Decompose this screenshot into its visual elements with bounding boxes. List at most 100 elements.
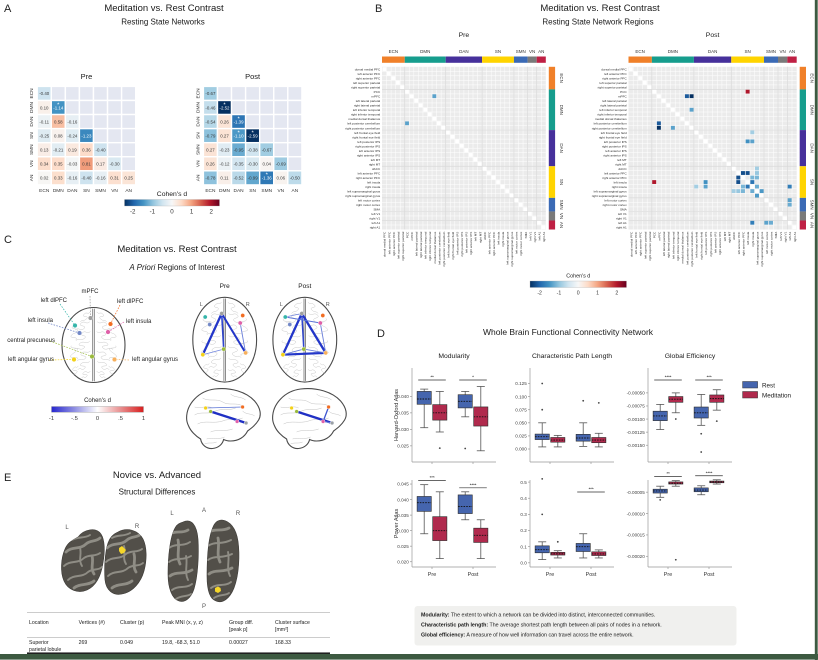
table-cell: Superior — [29, 640, 49, 646]
heatmap-cell — [258, 85, 275, 102]
region-col-label: right inferior temporal — [676, 231, 680, 261]
heatmap-cell — [258, 113, 275, 130]
network-bar-side — [799, 220, 806, 230]
definition-line: Global efficiency: A measure of how well… — [421, 633, 634, 639]
network-label-top: DMN — [668, 49, 678, 54]
heatmap-cell — [120, 85, 137, 102]
region-col-label: right inferior temporal — [428, 231, 432, 261]
matrix-title: Pre — [459, 32, 470, 39]
roi-dot — [87, 315, 93, 321]
diagonal-cell — [487, 171, 491, 175]
region-row-label: right anterior PFC — [602, 176, 627, 180]
orientation-label: A — [202, 508, 206, 514]
region-col-label: right posterior cerebellum — [442, 231, 446, 266]
heatmap-cell-value: 0.19 — [68, 148, 77, 153]
roi-dot — [301, 346, 307, 352]
region-col-label: right lateral parietal — [667, 231, 671, 258]
region-row-label: right lateral parietal — [600, 104, 627, 108]
y-tick-label: 0.035 — [397, 411, 409, 416]
top-view-brain — [192, 296, 258, 383]
heatmap-cell-value: -0.40 — [81, 176, 92, 181]
diagonal-cell — [717, 153, 722, 157]
outlier-point — [715, 420, 718, 423]
heatmap-cell — [106, 113, 123, 130]
region-col-label: left anterior PFC — [737, 231, 741, 254]
significant-cell — [754, 166, 759, 171]
network-label-top: SN — [745, 49, 751, 54]
x-axis-label: SMN — [261, 188, 272, 194]
roi-label: left dlPFC — [41, 298, 68, 304]
y-axis-label: VN — [29, 160, 35, 167]
y-axis-label: DAN — [29, 116, 35, 127]
heatmap-cell — [258, 99, 275, 116]
network-label-top: DMN — [420, 49, 430, 54]
heatmap-cell — [287, 99, 303, 116]
heatmap-cell-value: -0.78 — [205, 176, 216, 181]
panel-c-subtitle: A Priori Regions of Interest — [128, 263, 225, 272]
heatmap-cell — [273, 141, 289, 158]
network-bar-side — [548, 166, 556, 198]
colorbar-tick: 2 — [615, 291, 618, 297]
region-col-label: right insula — [751, 231, 755, 246]
heatmap-cell — [120, 156, 137, 172]
significant-cell — [656, 121, 661, 126]
heatmap-cell — [92, 85, 109, 102]
region-row-label: right insula — [365, 185, 380, 189]
roi-dot — [72, 323, 78, 329]
region-row-label: SMA — [373, 208, 381, 212]
region-col-label: left anterior PFC — [487, 231, 491, 254]
heatmap-cell-value: -1.36 — [262, 176, 273, 181]
significant-cell — [740, 189, 745, 194]
significant-cell — [745, 171, 750, 175]
y-tick-label: -0.00100 — [627, 417, 646, 422]
region-col-label: right frontal eye field — [699, 231, 703, 259]
region-col-label: right V1 — [533, 231, 537, 242]
outlier-point — [674, 558, 677, 561]
diagonal-cell — [773, 207, 778, 212]
panel-b-letter: B — [375, 3, 382, 15]
region-row-label: left motor cortex — [605, 199, 628, 203]
heatmap-cell-value: 0.35 — [54, 162, 63, 167]
region-col-label: SMA — [524, 231, 528, 239]
heatmap-cell-value: -0.52 — [234, 176, 245, 181]
roi-leader-line — [107, 321, 125, 333]
y-tick-label: 0.4 — [520, 496, 527, 501]
network-bar-top — [382, 56, 405, 63]
roi-dot — [89, 354, 95, 360]
heatmap-cell-value: 0.36 — [82, 148, 91, 153]
network-bar-top — [536, 56, 546, 63]
heatmap-cell-value: -0.46 — [205, 105, 216, 110]
colorbar-tick: -2 — [130, 209, 136, 216]
significant-cell — [750, 180, 755, 184]
region-row-label: right V1 — [370, 217, 381, 221]
x-axis-label: VN — [111, 188, 118, 194]
region-row-label: left A1 — [372, 221, 381, 225]
network-bar-top — [628, 56, 652, 63]
network-bar-top — [445, 56, 483, 63]
top-view-brain — [272, 296, 338, 383]
x-axis-label: DAN — [234, 188, 245, 194]
significant-cell — [750, 139, 755, 144]
roi-dot — [299, 311, 305, 316]
y-tick-label: -0.00125 — [627, 430, 646, 435]
heatmap-cell-value: 0.27 — [220, 133, 229, 138]
region-col-label: right V1 — [784, 231, 788, 242]
connectivity-edge — [281, 351, 327, 356]
x-tick-label: Post — [704, 572, 715, 578]
x-axis-label: DMN — [219, 188, 230, 194]
heatmap-cell-value: -0.16 — [96, 176, 107, 181]
region-row-label: mPFC — [618, 95, 628, 99]
heatmap-cell-value: 0.27 — [206, 148, 215, 153]
roi-dot — [287, 322, 293, 327]
heatmap-cell-value: 0.81 — [82, 162, 91, 167]
orientation-label: P — [202, 604, 206, 610]
gyral-pattern — [105, 532, 144, 590]
right-hemisphere-label: R — [246, 302, 250, 308]
x-axis-label: SMN — [95, 188, 106, 194]
diagonal-cell — [661, 98, 666, 103]
diagonal-cell — [491, 175, 496, 180]
region-col-label: left inferior temporal — [671, 231, 675, 259]
outlier-point — [700, 432, 703, 435]
region-col-label: right anterior PFC — [639, 231, 643, 256]
